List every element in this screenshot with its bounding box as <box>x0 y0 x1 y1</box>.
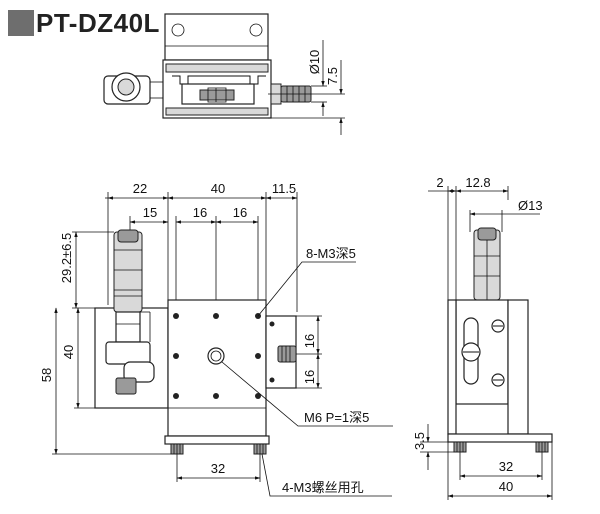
product-title: PT-DZ40L <box>36 8 160 38</box>
note-base-holes: 4-M3螺丝用孔 <box>282 480 364 495</box>
dim-right-overhang: 11.5 <box>272 181 296 196</box>
top-view-screw-hole <box>249 23 263 37</box>
dim-overall-height: 58 <box>39 368 54 382</box>
dim-base-hole-pitch: 32 <box>211 461 225 476</box>
dim-left-inner: 15 <box>143 205 157 220</box>
title-block: PT-DZ40L <box>8 10 160 36</box>
dim-left-overall: 22 <box>133 181 147 196</box>
side-base <box>447 433 553 443</box>
center-hole <box>207 347 225 365</box>
dim-right-pitch-b: 16 <box>302 370 317 384</box>
dim-table-height: 40 <box>61 345 76 359</box>
side-bracket <box>507 299 529 435</box>
note-center-hole: M6 P=1深5 <box>304 410 369 425</box>
title-square-icon <box>8 10 34 36</box>
top-view-upper-block <box>164 13 269 61</box>
dim-right-pitch-a: 16 <box>302 334 317 348</box>
note-top-holes: 8-M3深5 <box>306 246 356 261</box>
dim-shaft-dia: Ø10 <box>307 50 322 75</box>
dim-side-base-hole-pitch: 32 <box>499 459 513 474</box>
dim-width: 40 <box>211 181 225 196</box>
front-view: 22 40 11.5 15 16 16 <box>39 181 393 497</box>
dim-knob-dia: Ø13 <box>518 198 543 213</box>
dim-base-height: 3.5 <box>412 432 427 450</box>
dim-shaft-offset: 7.5 <box>325 67 340 85</box>
dim-hole-pitch-b: 16 <box>233 205 247 220</box>
front-view-table <box>167 299 267 437</box>
dim-base-width: 40 <box>499 479 513 494</box>
dim-thickness: 2 <box>436 175 443 190</box>
top-view: Ø10 7.5 <box>103 13 345 135</box>
dim-offset: 12.8 <box>465 175 490 190</box>
dim-hole-pitch-a: 16 <box>193 205 207 220</box>
top-view-screw-hole <box>171 23 185 37</box>
side-view: 2 12.8 Ø13 <box>412 175 553 500</box>
dim-travel: 29.2±6.5 <box>59 233 74 284</box>
front-micrometer <box>113 231 143 313</box>
